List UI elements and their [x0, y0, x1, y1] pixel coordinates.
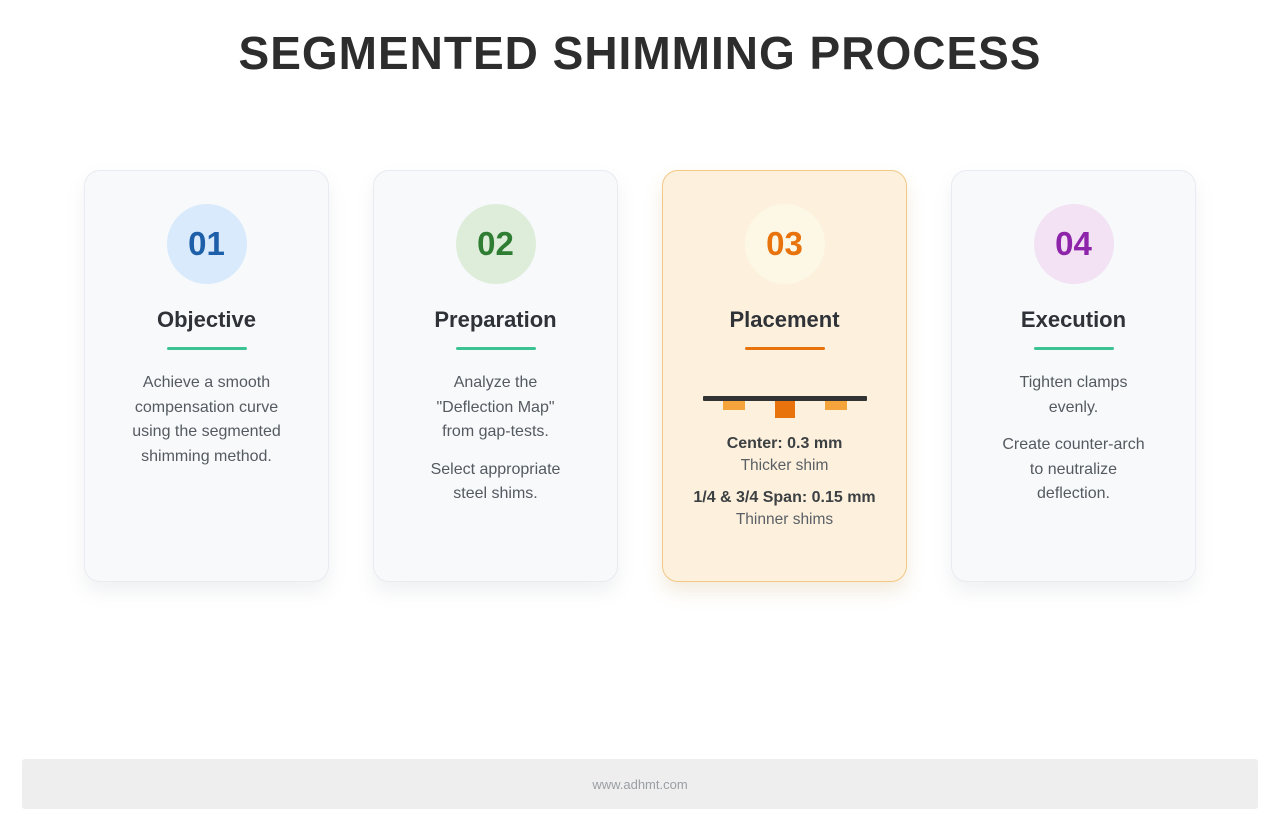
quarter-span-shim-icon — [722, 401, 745, 410]
step-divider — [744, 347, 825, 350]
page-title: SEGMENTED SHIMMING PROCESS — [238, 27, 1042, 79]
step-number-badge: 02 — [455, 204, 536, 284]
footer-bar: www.adhmt.com — [22, 759, 1258, 809]
description-line: using the segmented — [132, 423, 281, 440]
step-title: Execution — [1020, 307, 1127, 332]
description-line: from gap-tests. — [442, 423, 549, 440]
step-title: Objective — [156, 307, 257, 332]
description-line: to neutralize — [1029, 460, 1118, 478]
step-card-placement: 03 Placement Center: 0.3 mm Thicker shim… — [662, 170, 907, 582]
step-divider — [1033, 347, 1114, 350]
center-shim-icon — [774, 401, 795, 418]
step-number-badge: 01 — [166, 204, 247, 284]
step-title: Placement — [729, 307, 840, 332]
spec-label: Center: 0.3 mm — [726, 435, 843, 452]
description-line: evenly. — [1048, 398, 1099, 416]
step-number-badge: 04 — [1033, 204, 1114, 284]
spec-label: 1/4 & 3/4 Span: 0.15 mm — [693, 489, 876, 506]
description-line: compensation curve — [134, 398, 279, 416]
three-quarter-span-shim-icon — [824, 401, 847, 410]
step-description: Achieve a smooth compensation curve usin… — [85, 371, 328, 469]
spec-description: Thinner shims — [735, 511, 834, 528]
process-steps-row: 01 Objective Achieve a smooth compensati… — [0, 170, 1280, 582]
step-number-badge: 03 — [744, 204, 825, 284]
step-number: 02 — [477, 225, 514, 262]
spec-description: Thicker shim — [740, 457, 829, 474]
step-divider — [166, 347, 247, 350]
step-card-preparation: 02 Preparation Analyze the "Deflection M… — [373, 170, 618, 582]
description-line: deflection. — [1037, 485, 1110, 502]
footer-url: www.adhmt.com — [592, 776, 688, 792]
step-number: 01 — [188, 225, 225, 262]
shim-spec-center: Center: 0.3 mm Thicker shim — [663, 434, 906, 476]
step-title: Preparation — [434, 307, 557, 332]
description-line: shimming method. — [141, 447, 272, 465]
description-line: Select appropriate — [430, 460, 561, 478]
beam-bar-icon — [702, 396, 867, 401]
step-card-execution: 04 Execution Tighten clamps evenly. Crea… — [951, 170, 1196, 582]
step-card-objective: 01 Objective Achieve a smooth compensati… — [84, 170, 329, 582]
step-description: Tighten clamps evenly. Create counter-ar… — [952, 371, 1195, 507]
step-number: 04 — [1055, 225, 1092, 262]
shim-placement-diagram — [702, 396, 867, 418]
step-divider — [455, 347, 536, 350]
description-line: Analyze the — [453, 374, 538, 391]
step-number: 03 — [766, 225, 803, 262]
step-description: Analyze the "Deflection Map" from gap-te… — [374, 371, 617, 507]
description-line: steel shims. — [453, 485, 538, 502]
description-line: "Deflection Map" — [436, 398, 555, 416]
description-line: Create counter-arch — [1002, 436, 1145, 453]
description-line: Achieve a smooth — [142, 374, 271, 391]
shim-spec-span: 1/4 & 3/4 Span: 0.15 mm Thinner shims — [663, 488, 906, 530]
description-line: Tighten clamps — [1019, 374, 1128, 391]
